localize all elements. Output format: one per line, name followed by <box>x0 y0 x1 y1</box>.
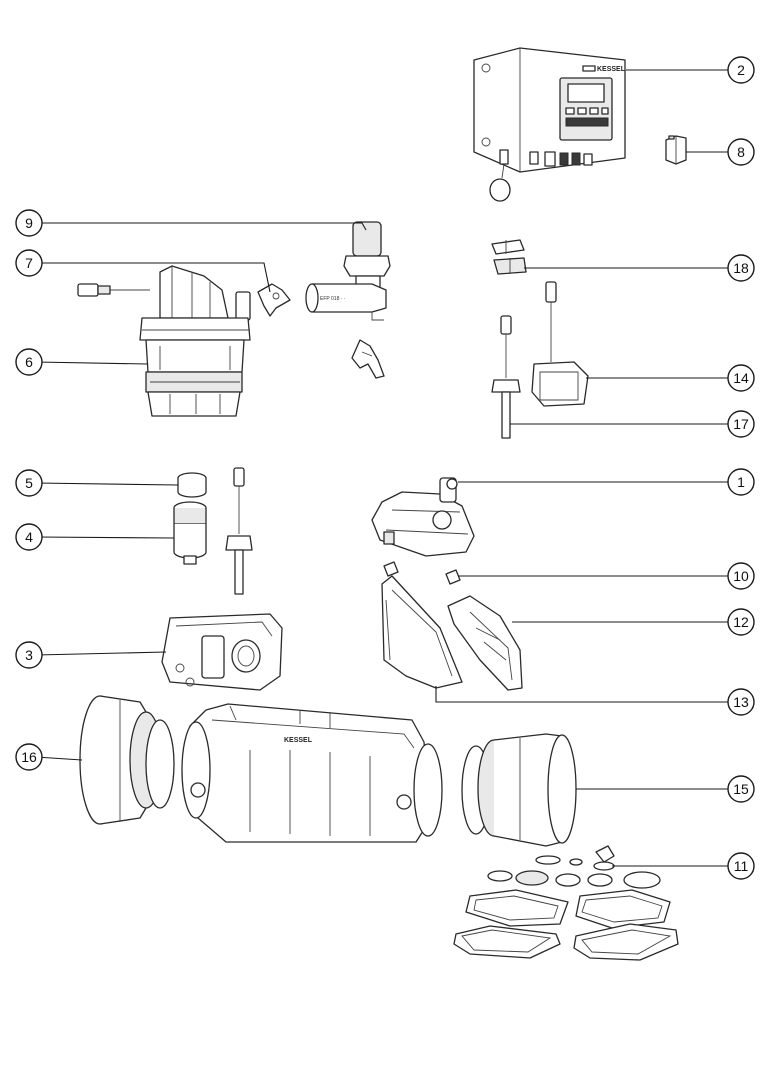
callout-15: 15 <box>727 775 755 803</box>
callout-18-label: 18 <box>733 260 749 276</box>
callout-3-label: 3 <box>25 647 33 663</box>
part-left-sleeve <box>79 695 175 825</box>
callout-9: 9 <box>15 209 43 237</box>
part-elbow-tube: EFP 018 · · <box>305 221 391 321</box>
callout-6-label: 6 <box>25 354 33 370</box>
brand-label: KESSEL <box>597 66 626 73</box>
callout-4: 4 <box>15 523 43 551</box>
callout-8-label: 8 <box>737 144 745 160</box>
callout-9-label: 9 <box>25 215 33 231</box>
part-sensor-box <box>531 281 589 407</box>
callout-6: 6 <box>15 348 43 376</box>
part-housing-frame <box>161 613 283 691</box>
part-battery <box>665 135 687 165</box>
callout-14-label: 14 <box>733 370 749 386</box>
part-filter-cap <box>177 472 207 498</box>
callout-2: 2 <box>727 56 755 84</box>
callout-7-label: 7 <box>25 255 33 271</box>
part-clamps <box>491 239 527 275</box>
callout-18: 18 <box>727 254 755 282</box>
part-flap-unit <box>371 477 475 557</box>
part-probe <box>491 315 521 439</box>
callout-5-label: 5 <box>25 475 33 491</box>
callout-11-label: 11 <box>734 858 749 874</box>
callout-12-label: 12 <box>733 614 749 630</box>
callout-2-label: 2 <box>737 62 745 78</box>
callout-16: 16 <box>15 743 43 771</box>
leader-lines <box>35 69 728 867</box>
callout-17: 17 <box>727 410 755 438</box>
part-float-switch <box>225 467 253 595</box>
callout-7: 7 <box>15 249 43 277</box>
callout-1: 1 <box>727 468 755 496</box>
callout-16-label: 16 <box>21 749 37 765</box>
svg-text:EFP 018 · ·: EFP 018 · · <box>320 296 346 302</box>
part-clip <box>351 339 385 379</box>
part-right-sleeve <box>461 733 577 847</box>
callout-3: 3 <box>15 641 43 669</box>
part-seal-kit <box>453 845 679 961</box>
callout-5: 5 <box>15 469 43 497</box>
callout-11: 11 <box>727 852 755 880</box>
callout-13-label: 13 <box>733 694 749 710</box>
part-flap-frame <box>381 575 463 689</box>
callout-12: 12 <box>727 608 755 636</box>
part-small-clips <box>383 561 461 585</box>
callout-10-label: 10 <box>733 568 749 584</box>
body-brand-label: KESSEL <box>284 737 313 744</box>
part-bracket <box>257 283 291 317</box>
part-flap <box>447 595 523 691</box>
callout-15-label: 15 <box>733 781 749 797</box>
callout-14: 14 <box>727 364 755 392</box>
part-channel-body: KESSEL <box>181 703 443 843</box>
callout-10: 10 <box>727 562 755 590</box>
part-control-unit: KESSEL <box>473 47 626 202</box>
callout-4-label: 4 <box>25 529 33 545</box>
callout-17-label: 17 <box>733 416 749 432</box>
part-pump-assembly <box>77 265 251 417</box>
callout-8: 8 <box>727 138 755 166</box>
callout-1-label: 1 <box>737 474 745 490</box>
callout-13: 13 <box>727 688 755 716</box>
part-filter-cartridge <box>173 501 207 565</box>
